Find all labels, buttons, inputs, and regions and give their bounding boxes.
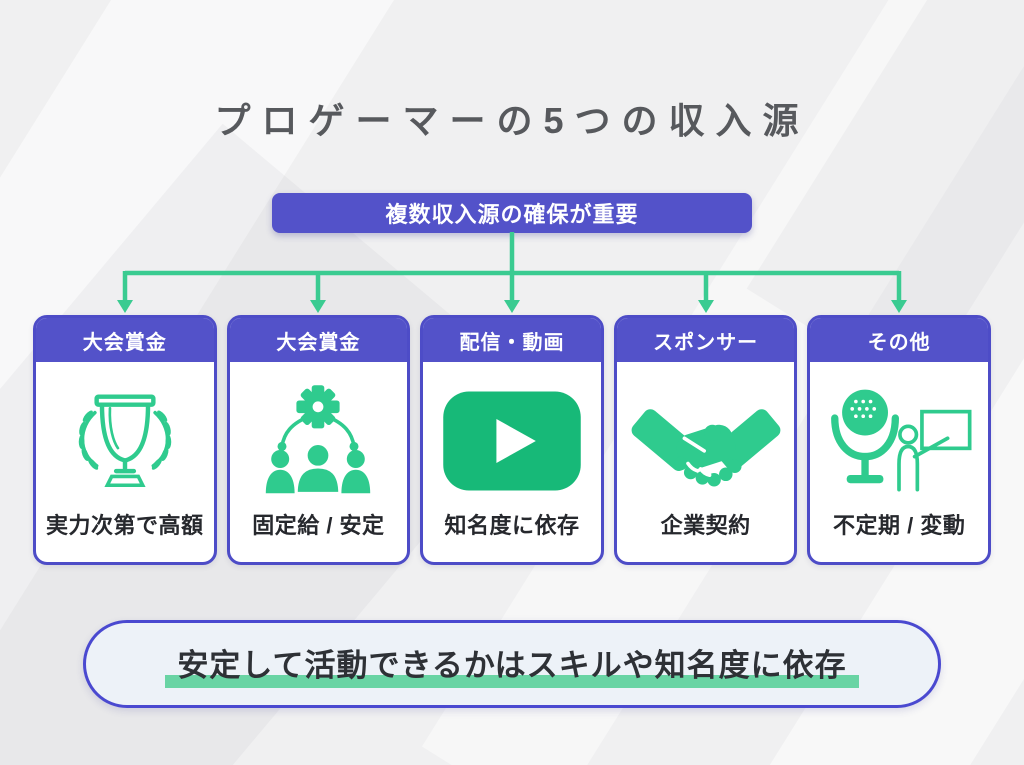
card-team-salary: 大会賞金 [226, 315, 411, 565]
team-gear-icon [255, 378, 381, 504]
card-sponsor: スポンサー [613, 315, 798, 565]
top-banner: 複数収入源の確保が重要 [272, 193, 752, 233]
trophy-icon [63, 378, 187, 504]
card-label: 不定期 / 変動 [833, 513, 966, 538]
card-label: 実力次第で高額 [46, 513, 204, 538]
handshake-icon [625, 378, 787, 504]
card-label: 知名度に依存 [444, 513, 580, 538]
card-header: その他 [810, 318, 988, 362]
card-header: 大会賞金 [229, 318, 408, 362]
card-label: 企業契約 [660, 513, 751, 538]
video-play-icon [437, 378, 587, 504]
card-label: 固定給 / 安定 [252, 513, 385, 538]
mic-presenter-icon [821, 378, 977, 504]
card-header: 配信・動画 [423, 318, 601, 362]
card-streaming-video: 配信・動画 知名度に依存 [420, 315, 604, 565]
page-title: プロゲーマーの5つの収入源 [214, 100, 810, 141]
footer-label: 安定して活動できるかはスキルや知名度に依存 [165, 640, 859, 688]
top-banner-label: 複数収入源の確保が重要 [385, 202, 639, 227]
card-tournament-prize: 大会賞金 [33, 315, 217, 565]
card-header: スポンサー [616, 318, 795, 362]
card-header: 大会賞金 [36, 318, 214, 362]
card-other: その他 [807, 315, 991, 565]
income-cards-row: 大会賞金 [33, 315, 991, 565]
footer-banner: 安定して活動できるかはスキルや知名度に依存 [83, 620, 941, 708]
